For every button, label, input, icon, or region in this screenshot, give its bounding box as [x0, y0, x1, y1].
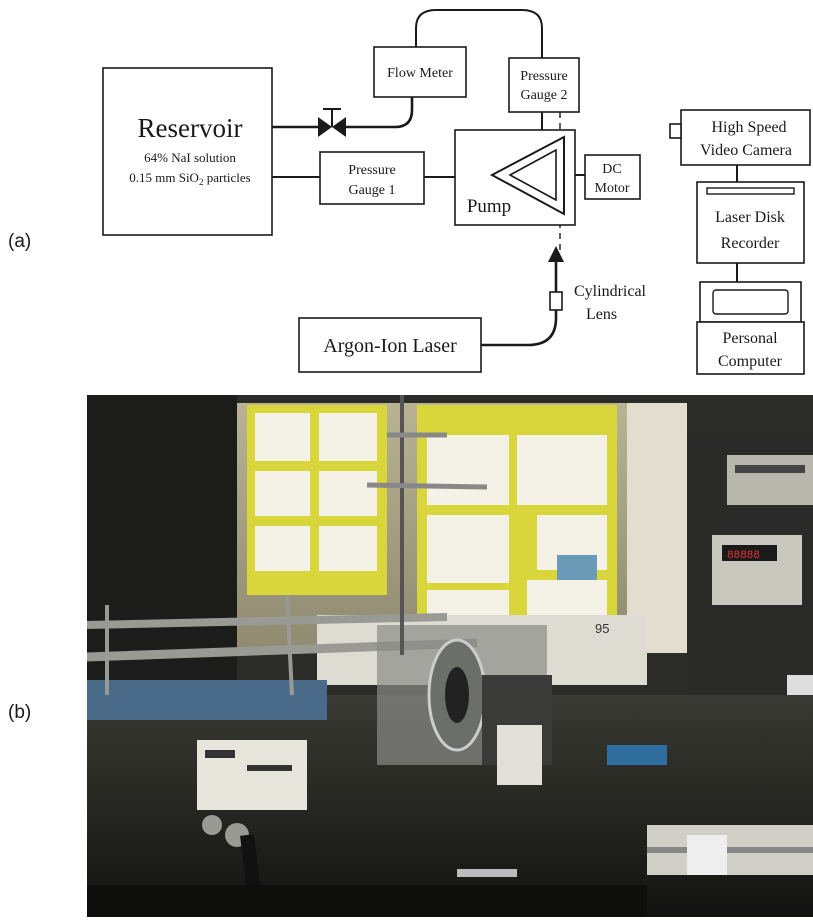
valve-icon — [318, 109, 346, 137]
computer-line1: Personal — [722, 330, 778, 347]
reservoir-box: Reservoir 64% NaI solution 0.15 mm SiO2 … — [103, 68, 272, 235]
flow-meter-label: Flow Meter — [387, 66, 453, 81]
reservoir-solution: 64% NaI solution — [144, 150, 236, 165]
flow-meter-box: Flow Meter — [374, 47, 466, 97]
pressure-gauge-2-line1: Pressure — [520, 69, 567, 84]
reservoir-particles: 0.15 mm SiO2 particles — [129, 170, 251, 187]
panel-b-label: (b) — [8, 702, 31, 723]
laser-label: Argon-Ion Laser — [323, 335, 457, 357]
dc-motor-line1: DC — [602, 162, 621, 177]
pressure-gauge-1-line2: Gauge 1 — [348, 183, 395, 198]
laser-arrow-head — [548, 246, 564, 262]
pump-label: Pump — [467, 196, 511, 217]
recorder-line1: Laser Disk — [715, 209, 785, 226]
photo-digits: 95 — [595, 621, 609, 636]
lab-photo-drawing: 88888 95 — [87, 395, 813, 917]
laser-box: Argon-Ion Laser — [299, 318, 481, 372]
panel-b-label-wrap: (b) — [0, 690, 60, 730]
dc-motor-box: DC Motor — [585, 155, 640, 199]
lens-line2: Lens — [586, 306, 617, 323]
recorder-line2: Recorder — [721, 235, 780, 252]
computer-line2: Computer — [718, 353, 783, 370]
computer-box: Personal Computer — [697, 282, 804, 374]
panel-a-label: (a) — [8, 231, 31, 252]
lab-setup-photo: 88888 95 — [87, 395, 813, 917]
lens-line1: Cylindrical — [574, 283, 647, 300]
pressure-gauge-2-line2: Gauge 2 — [520, 88, 567, 103]
schematic-panel-a: (a) Reservoir 64% NaI s — [0, 0, 813, 395]
pump-box: Pump — [455, 130, 575, 225]
camera-line1: High Speed — [711, 119, 786, 136]
dc-motor-line2: Motor — [595, 181, 630, 196]
camera-line2: Video Camera — [700, 142, 792, 159]
pressure-gauge-1-box: Pressure Gauge 1 — [320, 152, 424, 204]
pressure-gauge-1-line1: Pressure — [348, 163, 395, 178]
pressure-gauge-2-box: Pressure Gauge 2 — [509, 58, 579, 112]
cylindrical-lens: Cylindrical Lens — [550, 283, 647, 323]
camera-box: High Speed Video Camera — [670, 110, 810, 165]
recorder-box: Laser Disk Recorder — [697, 182, 804, 263]
reservoir-title: Reservoir — [138, 113, 243, 143]
svg-text:88888: 88888 — [727, 550, 760, 562]
